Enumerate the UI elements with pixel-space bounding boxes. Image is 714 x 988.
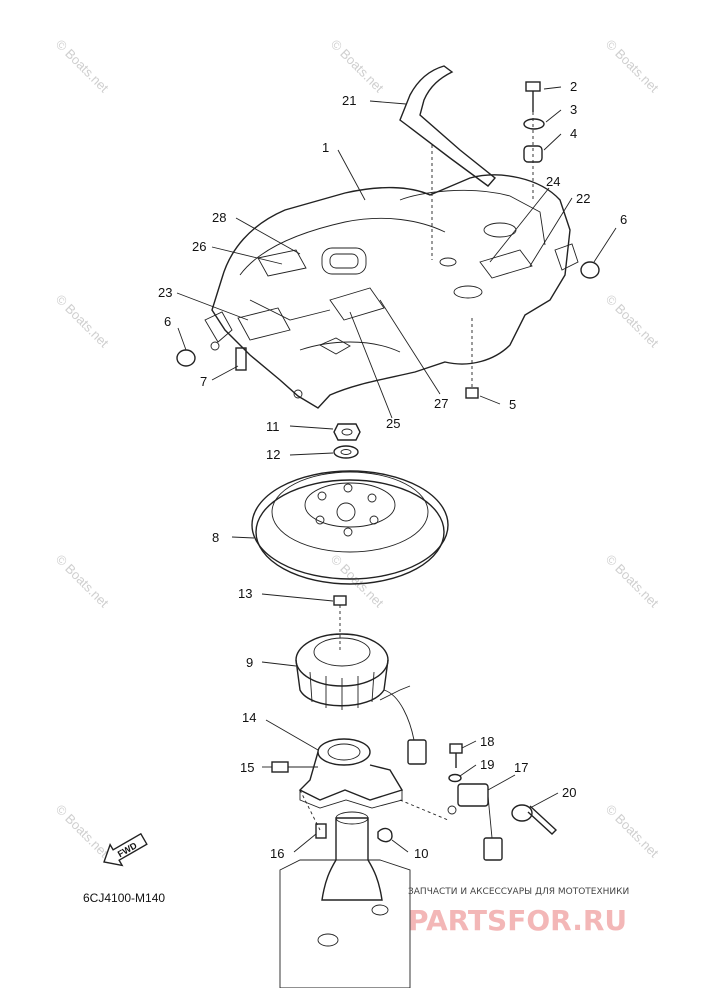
grommet-part-4	[523, 112, 543, 200]
watermark: © Boats.net	[53, 292, 112, 351]
callout-24: 24	[546, 174, 560, 189]
callout-11: 11	[266, 419, 280, 434]
callout-27: 27	[434, 396, 448, 411]
callout-23: 23	[158, 285, 172, 300]
callout-10: 10	[414, 846, 428, 861]
watermark: © Boats.net	[603, 802, 662, 861]
base-part-14	[271, 738, 404, 831]
flywheel-cover	[204, 174, 579, 409]
grommet-part-6-left	[176, 349, 196, 367]
callout-15: 15	[240, 760, 254, 775]
watermark: © Boats.net	[603, 37, 662, 96]
key-part-10	[377, 827, 393, 843]
callout-20: 20	[562, 785, 576, 800]
crankshaft	[279, 811, 411, 988]
dowel-part-16	[315, 823, 327, 839]
clip-part-7	[235, 347, 247, 371]
watermark: © Boats.net	[53, 802, 112, 861]
callout-labels: 1 2 3 4 5 6 6 7 8 9 10 11 12 13 14 15 16…	[158, 79, 627, 861]
stator-part-9	[295, 595, 427, 765]
callout-8: 8	[212, 530, 219, 545]
callout-6-left: 6	[164, 314, 171, 329]
watermark: © Boats.net	[328, 552, 387, 611]
leader-lines	[176, 86, 617, 853]
callout-21: 21	[342, 93, 356, 108]
watermark: © Boats.net	[328, 37, 387, 96]
pulser-coil-part-17	[399, 783, 503, 861]
washer-part-12	[333, 445, 359, 459]
flywheel-part-8	[251, 470, 449, 585]
callout-16: 16	[270, 846, 284, 861]
callout-2: 2	[570, 79, 577, 94]
watermark: © Boats.net	[603, 552, 662, 611]
callout-6-right: 6	[620, 212, 627, 227]
nut-part-11	[333, 423, 361, 441]
callout-4: 4	[570, 126, 577, 141]
callout-3: 3	[570, 102, 577, 117]
callout-5: 5	[509, 397, 516, 412]
callout-25: 25	[386, 416, 400, 431]
callout-9: 9	[246, 655, 253, 670]
callout-17: 17	[514, 760, 528, 775]
callout-14: 14	[242, 710, 256, 725]
brand-logo: PARTSFOR.RU	[408, 904, 627, 937]
callout-13: 13	[238, 586, 252, 601]
callout-26: 26	[192, 239, 206, 254]
watermark: © Boats.net	[53, 552, 112, 611]
watermarks: © Boats.net © Boats.net © Boats.net © Bo…	[53, 37, 662, 861]
hose-part-21	[399, 65, 497, 260]
watermark: © Boats.net	[603, 292, 662, 351]
washer-part-19	[448, 773, 462, 783]
watermark: © Boats.net	[53, 37, 112, 96]
callout-22: 22	[576, 191, 590, 206]
bolt-part-5	[465, 318, 479, 399]
callout-19: 19	[480, 757, 494, 772]
bolt-part-18	[449, 743, 463, 768]
callout-1: 1	[322, 140, 329, 155]
fwd-label: FWD	[116, 840, 139, 859]
grommet-part-6-right	[580, 261, 600, 279]
promo-text: ЗАПЧАСТИ И АКСЕССУАРЫ ДЛЯ МОТОТЕХНИКИ	[408, 887, 629, 897]
callout-28: 28	[212, 210, 226, 225]
diagram-code: 6CJ4100-M140	[83, 891, 165, 905]
bolt-part-2	[525, 81, 541, 112]
callout-18: 18	[480, 734, 494, 749]
band-part-20	[511, 804, 558, 835]
callout-7: 7	[200, 374, 207, 389]
callout-12: 12	[266, 447, 280, 462]
washer-part-3	[523, 118, 545, 130]
